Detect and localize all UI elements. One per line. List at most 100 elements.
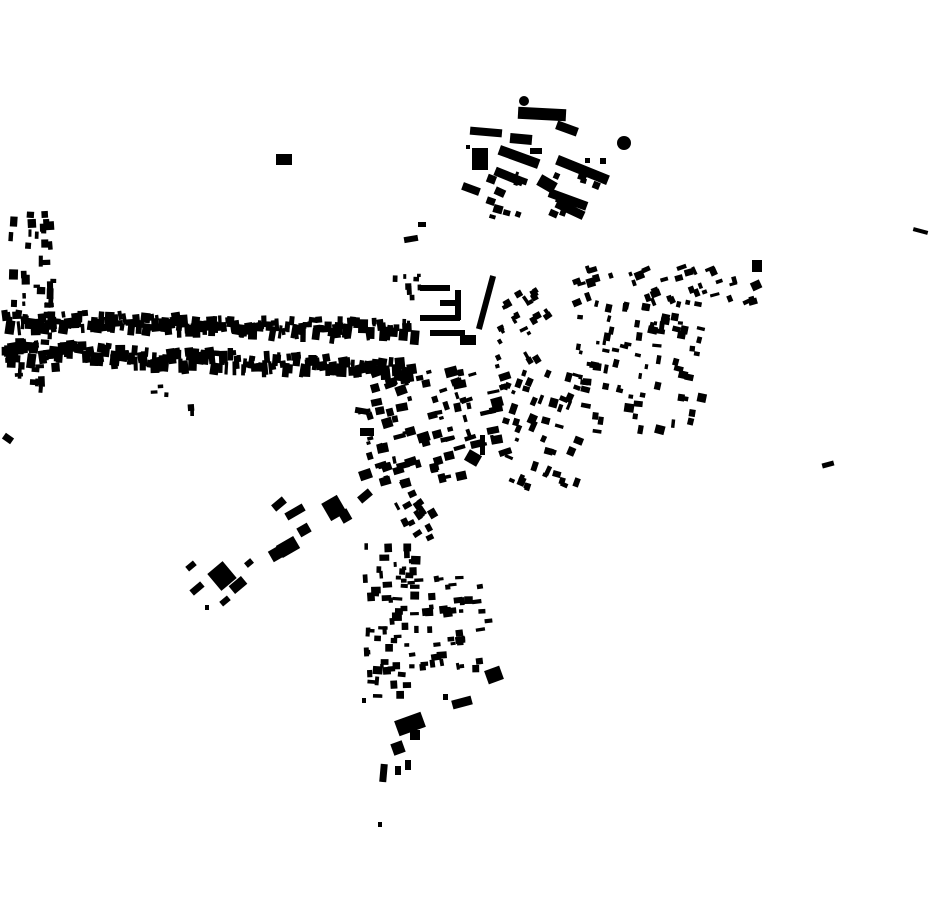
building [9,216,18,227]
building [635,331,643,342]
building [631,279,637,287]
building [709,292,720,298]
building [659,276,669,283]
building [529,315,539,326]
building [368,628,375,633]
building [501,417,511,425]
building [539,434,548,443]
building [455,575,464,580]
building [497,145,541,169]
building [13,354,21,363]
building [228,576,248,594]
building [637,424,644,435]
building [623,402,635,413]
building [117,310,123,321]
building [521,369,528,377]
building [364,361,376,371]
building [537,394,545,405]
building [522,385,531,393]
building [519,325,529,333]
building [41,210,49,219]
building [395,575,402,580]
building [33,328,43,335]
building [302,364,311,378]
building [420,285,450,291]
building [366,326,375,339]
building [391,415,399,423]
building [18,362,25,370]
building [559,481,569,489]
building [655,355,662,365]
building [401,566,407,571]
building [354,363,366,375]
building [513,289,524,299]
building [555,120,579,137]
building [20,270,27,279]
building [395,766,401,775]
building [404,381,409,386]
building [566,446,577,457]
building [190,409,194,416]
building [391,612,402,622]
building [674,274,684,282]
building [485,196,497,207]
building [175,349,182,359]
building [271,496,287,512]
building [715,278,724,285]
building [641,303,650,312]
building [29,379,40,386]
building [119,323,125,331]
building [459,597,465,606]
building [81,309,89,317]
building [530,460,539,472]
building [569,200,579,208]
building [543,369,552,379]
building [200,350,205,359]
building [405,760,411,770]
building [433,642,441,647]
building [394,383,408,397]
building [7,316,13,330]
building [580,402,592,409]
building [419,663,427,671]
building [357,488,373,504]
building [389,617,395,625]
building [22,292,27,299]
building [638,372,643,380]
building [498,371,512,382]
building [677,321,684,325]
building [414,625,419,633]
building [37,321,45,327]
building [281,362,290,378]
building [164,392,169,398]
building [358,467,373,482]
building [185,560,197,572]
building [742,298,752,306]
building [508,477,516,484]
building [262,359,269,376]
building [378,822,382,827]
building [38,386,43,393]
building [402,682,412,689]
building [654,424,666,436]
building [296,522,312,538]
building [572,384,581,391]
building [135,320,143,335]
building [472,664,480,673]
building [676,263,687,271]
building [385,407,395,417]
building [161,354,169,369]
building [427,410,438,420]
building [647,325,659,335]
building [451,695,473,710]
building [400,517,410,528]
building [47,332,53,340]
building [670,419,676,429]
buildings-layer [1,96,929,827]
building [652,343,662,348]
building [701,289,708,295]
building [603,332,612,342]
building [15,309,23,316]
building [286,353,292,361]
